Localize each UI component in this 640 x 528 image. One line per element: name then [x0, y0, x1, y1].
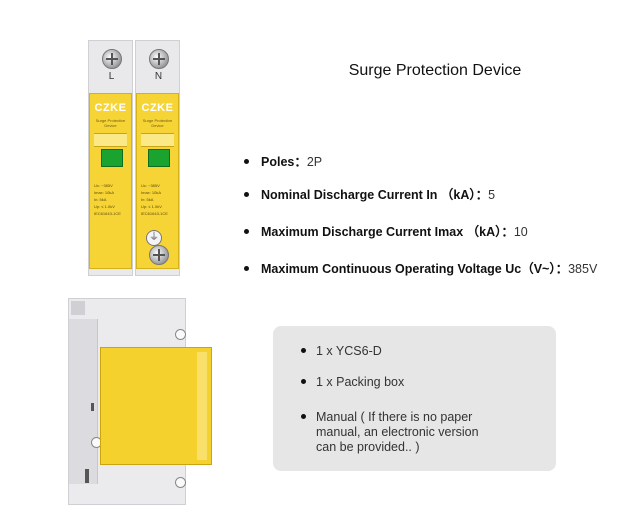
corner-notch: [71, 301, 85, 315]
module-specs: Uc: ~385V Imax: 10kA In: 5kA Up: ≤ 1.0kV…: [94, 183, 121, 216]
status-indicator-green: [148, 149, 170, 167]
module-subtitle: Surge Protective Device: [95, 118, 126, 128]
bullet-icon: [301, 379, 306, 385]
pole-left: L CZKE Surge Protective Device Uc: ~385V…: [88, 40, 133, 276]
product-front-image: L CZKE Surge Protective Device Uc: ~385V…: [88, 40, 180, 276]
spec-row-nominal-current: Nominal Discharge Current In （kA）：5: [244, 184, 495, 203]
bullet-icon: [301, 348, 306, 354]
rivet-icon: [175, 329, 186, 340]
side-step: [69, 319, 98, 484]
package-item: 1 x Packing box: [301, 375, 404, 390]
slot: [85, 469, 89, 483]
status-indicator-green: [101, 149, 123, 167]
terminal-screw-icon: [102, 49, 122, 69]
rivet-icon: [175, 477, 186, 488]
brand-label: CZKE: [141, 102, 174, 114]
module-strip: [94, 133, 127, 147]
bullet-icon: [244, 159, 249, 165]
bullet-icon: [244, 229, 249, 235]
package-item: 1 x YCS6-D: [301, 344, 382, 359]
product-side-image: [68, 298, 218, 505]
side-yellow-module: [100, 347, 212, 465]
spec-row-max-current: Maximum Discharge Current Imax （kA）：10: [244, 221, 528, 240]
bullet-icon: [301, 414, 306, 420]
module-subtitle: Surge Protective Device: [142, 118, 173, 128]
bottom-terminal-screw-icon: [149, 245, 169, 265]
pole-label-l: L: [108, 71, 115, 82]
earth-symbol-icon: ⏚: [146, 230, 162, 246]
module-specs: Uc: ~385V Imax: 10kA In: 5kA Up: ≤ 1.0kV…: [141, 183, 168, 216]
bullet-icon: [244, 266, 249, 272]
spec-row-max-voltage: Maximum Continuous Operating Voltage Uc（…: [244, 258, 597, 277]
pole-label-n: N: [154, 71, 163, 82]
package-item-manual: Manual ( If there is no paper manual, an…: [301, 410, 479, 455]
bullet-icon: [244, 192, 249, 198]
spec-row-poles: Poles：2P: [244, 151, 322, 170]
page-title: Surge Protection Device: [348, 62, 522, 79]
brand-label: CZKE: [94, 102, 127, 114]
protection-module: CZKE Surge Protective Device Uc: ~385V I…: [89, 93, 132, 269]
package-contents-box: 1 x YCS6-D 1 x Packing box Manual ( If t…: [273, 326, 556, 471]
module-strip: [141, 133, 174, 147]
slot: [91, 403, 94, 411]
terminal-screw-icon: [149, 49, 169, 69]
